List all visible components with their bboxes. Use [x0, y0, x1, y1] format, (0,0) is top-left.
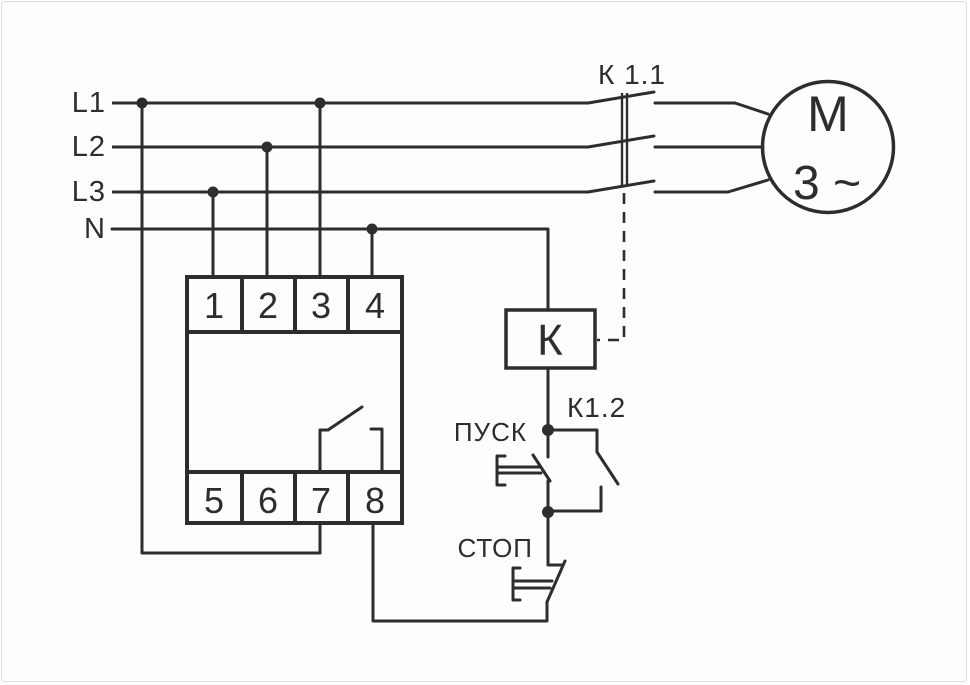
internal-relay-contact [318, 405, 384, 474]
label-stop: СТОП [457, 533, 533, 563]
terminal-drop-wires [140, 101, 374, 555]
contactor-coil: К [504, 308, 597, 432]
motor-lead-l3 [653, 178, 770, 194]
junction-dot-n-terminal4 [366, 223, 378, 235]
junction-dots [136, 97, 554, 518]
label-k12: К1.2 [567, 392, 626, 423]
bottom-terminal-labels: 5 6 7 8 [204, 480, 385, 521]
k12-upper-lead [546, 428, 599, 454]
k11-mechanical-linkage-bars [620, 93, 629, 187]
internal-contact-right-lead [369, 427, 384, 474]
aux-contact-k12: К1.2 [546, 392, 626, 513]
terminal-6: 6 [258, 480, 278, 521]
bottom-terminal-cell-dividers [240, 472, 350, 523]
contactor-main-contact-k11: К 1.1 [586, 59, 666, 342]
label-start: ПУСК [454, 417, 527, 447]
terminal-7: 7 [311, 480, 331, 521]
junction-dot-start-bottom [542, 506, 554, 518]
top-terminal-cell-dividers [240, 277, 350, 332]
bus-line-n-to-coil [110, 227, 550, 312]
stop-blade [545, 559, 567, 604]
k12-blade [595, 450, 620, 486]
label-n: N [84, 213, 106, 245]
top-terminal-labels: 1 2 3 4 [204, 285, 385, 326]
motor-symbol: М [807, 86, 849, 142]
terminal-1: 1 [204, 285, 224, 326]
motor-lead-l1 [653, 101, 770, 116]
start-button-cap [495, 454, 507, 487]
motor-circle [760, 79, 896, 215]
coil-letter: К [537, 316, 563, 365]
terminal-2: 2 [258, 285, 278, 326]
stop-upper-lead [546, 510, 565, 567]
junction-dot-l2-terminal2 [261, 141, 273, 153]
power-bus-lines [110, 101, 588, 312]
start-button: ПУСК [454, 417, 552, 514]
label-l2: L2 [72, 131, 106, 163]
stop-lower-lead-to-terminal8 [371, 521, 549, 623]
junction-dot-l3-terminal1 [207, 186, 219, 198]
wire-l1-to-terminal7 [140, 101, 322, 555]
start-blade [531, 453, 552, 483]
motor-phases: 3 ~ [793, 157, 861, 210]
k11-coil-link-dashed [597, 193, 626, 342]
motor-branch: М 3 ~ [653, 79, 896, 215]
stop-button-plunger [512, 579, 554, 590]
terminal-5: 5 [204, 480, 224, 521]
start-button-plunger [496, 465, 543, 475]
label-l1: L1 [72, 87, 106, 119]
label-k11: К 1.1 [598, 59, 666, 90]
terminal-4: 4 [365, 285, 385, 326]
stop-button: СТОП [371, 510, 567, 623]
internal-contact-left-lead [318, 428, 330, 474]
junction-dot-l1-terminal3 [314, 97, 326, 109]
label-l3: L3 [72, 176, 106, 208]
relay-module: 1 2 3 4 5 6 7 8 [185, 275, 404, 525]
stop-button-cap [511, 566, 522, 602]
k12-lower-lead [546, 485, 603, 513]
terminal-3: 3 [311, 285, 331, 326]
internal-contact-blade [326, 405, 364, 432]
coil-box [504, 308, 597, 370]
terminal-8: 8 [365, 480, 385, 521]
junction-dot-l1-left [136, 97, 148, 109]
junction-dot-start-top [542, 424, 554, 436]
bus-labels: L1 L2 L3 N [72, 87, 106, 245]
